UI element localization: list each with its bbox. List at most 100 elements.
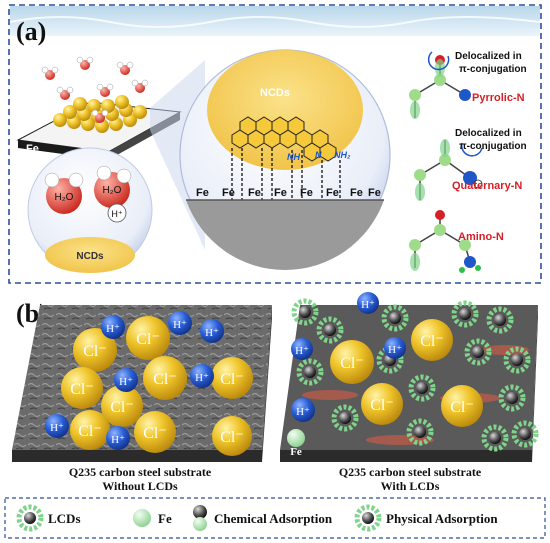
chloride-ion (441, 385, 483, 427)
fe-atom: Fe (274, 187, 287, 199)
lcd-particle (498, 384, 526, 412)
deloc-1-line-2: π-conjugation (459, 64, 527, 75)
lcd-particle (331, 404, 359, 432)
lcd-particle (481, 424, 509, 452)
ncd-cluster (53, 95, 147, 133)
water-bubble: NCDs H₂O H₂O H⁺ (27, 147, 153, 273)
hydrogen-ion (101, 315, 125, 339)
substrate-left-label: Q235 carbon steel substrate (69, 465, 212, 479)
lcd-particle (408, 374, 436, 402)
fe-atom-row: Fe Fe Fe Fe Fe Fe Fe Fe (196, 187, 381, 199)
chloride-ion (73, 328, 117, 372)
hydrogen-label: H⁺ (106, 323, 120, 335)
pyrrolic-label: Pyrrolic-N (472, 92, 525, 104)
chloride-ion (411, 319, 453, 361)
amino-label: Amino-N (458, 231, 504, 243)
legend-lcds-label: LCDs (48, 511, 81, 526)
chloride-label: Cl⁻ (110, 399, 134, 416)
left-ions: Cl⁻ Cl⁻ Cl⁻ Cl⁻ Cl⁻ Cl⁻ Cl⁻ Cl⁻ Cl⁻ H⁺ H… (45, 311, 253, 456)
legend-physical-label: Physical Adsorption (386, 511, 498, 526)
lcd-particle (406, 418, 434, 446)
substrate-right-label: Q235 carbon steel substrate (339, 465, 482, 479)
deloc-2-line-1: Delocalized in (455, 128, 522, 139)
hydrogen-ion (114, 368, 138, 392)
chloride-label: Cl⁻ (78, 423, 102, 440)
hydrogen-label: H⁺ (195, 372, 209, 384)
hydrogen-ion (168, 311, 192, 335)
chloride-label: Cl⁻ (70, 381, 94, 398)
hydrogen-ion (190, 364, 214, 388)
water-molecules (41, 56, 149, 123)
chloride-ion (101, 385, 143, 427)
lcd-particle (381, 304, 409, 332)
fe-plate-label: Fe (26, 143, 39, 155)
n-label: N (315, 150, 322, 160)
legend-physical: Physical Adsorption (354, 504, 498, 532)
lcd-particle (503, 346, 531, 374)
chloride-ion (212, 416, 252, 456)
lcd-particle (486, 306, 514, 334)
lcd-particle (291, 298, 319, 326)
hydrogen-label: H⁺ (111, 434, 125, 446)
hydrogen-label: H⁺ (361, 299, 375, 311)
legend-chemical: Chemical Adsorption (193, 505, 333, 531)
fe-atom-ball (287, 429, 305, 447)
fe-atom: Fe (368, 187, 381, 199)
chloride-ion (330, 340, 374, 384)
chloride-label: Cl⁻ (220, 429, 244, 446)
lcd-particle (316, 316, 344, 344)
hydrogen-ion (106, 426, 130, 450)
hydrogen-ion (384, 337, 406, 359)
hydrogen-ion (45, 414, 69, 438)
hydrogen-ion (200, 319, 224, 343)
chloride-label: Cl⁻ (153, 371, 177, 388)
chloride-label: Cl⁻ (450, 399, 474, 416)
nh2-label: NH₂ (334, 150, 351, 160)
fe-atom: Fe (196, 187, 209, 199)
fe-atom: Fe (300, 187, 313, 199)
chloride-ion (134, 411, 176, 453)
small-ncds-label: NCDs (76, 251, 104, 262)
quaternary-label: Quaternary-N (452, 180, 522, 192)
chloride-ion (143, 356, 187, 400)
legend-frame (4, 497, 546, 539)
fe-atom: Fe (326, 187, 339, 199)
fe-atom: Fe (222, 187, 235, 199)
deloc-1-line-1: Delocalized in (455, 51, 522, 62)
panel-a-label: (a) (16, 17, 46, 46)
hydrogen-label: H⁺ (50, 422, 64, 434)
fe-atom: Fe (248, 187, 261, 199)
chloride-label: Cl⁻ (340, 355, 364, 372)
water-surface (10, 6, 540, 36)
chloride-ion (361, 383, 403, 425)
legend-fe: Fe (133, 509, 172, 527)
hydrogen-label: H⁺ (205, 327, 219, 339)
chloride-label: Cl⁻ (83, 343, 107, 360)
chloride-ion (61, 367, 103, 409)
hydrogen-label: H⁺ (119, 376, 133, 388)
deloc-2-line-2: π-conjugation (459, 141, 527, 152)
legend-chemical-label: Chemical Adsorption (214, 511, 333, 526)
right-ions: Cl⁻ Cl⁻ Cl⁻ Cl⁻ H⁺ H⁺ H⁺ H⁺ Fe (287, 292, 483, 458)
legend-lcds: LCDs (16, 504, 81, 532)
lcd-particle (511, 420, 539, 448)
fe-ion-label: Fe (290, 446, 302, 458)
amino-model (409, 210, 481, 273)
chloride-label: Cl⁻ (420, 333, 444, 350)
lcd-particle (464, 338, 492, 366)
lcd-particle (451, 300, 479, 328)
nh-label: NH (287, 152, 300, 162)
chloride-label: Cl⁻ (136, 331, 160, 348)
chloride-label: Cl⁻ (220, 371, 244, 388)
zoom-bubble: NCDs NH N NH₂ (179, 49, 391, 271)
pyrrolic-model (409, 51, 471, 119)
h2o-label-2: H₂O (103, 185, 122, 196)
h2o-label-1: H₂O (55, 192, 74, 203)
hydrogen-label: H⁺ (295, 345, 309, 357)
chloride-ion (70, 410, 110, 450)
hydrogen-ion (291, 398, 315, 422)
chloride-label: Cl⁻ (143, 425, 167, 442)
chloride-ion (211, 357, 253, 399)
hydrogen-label: H⁺ (388, 344, 402, 356)
